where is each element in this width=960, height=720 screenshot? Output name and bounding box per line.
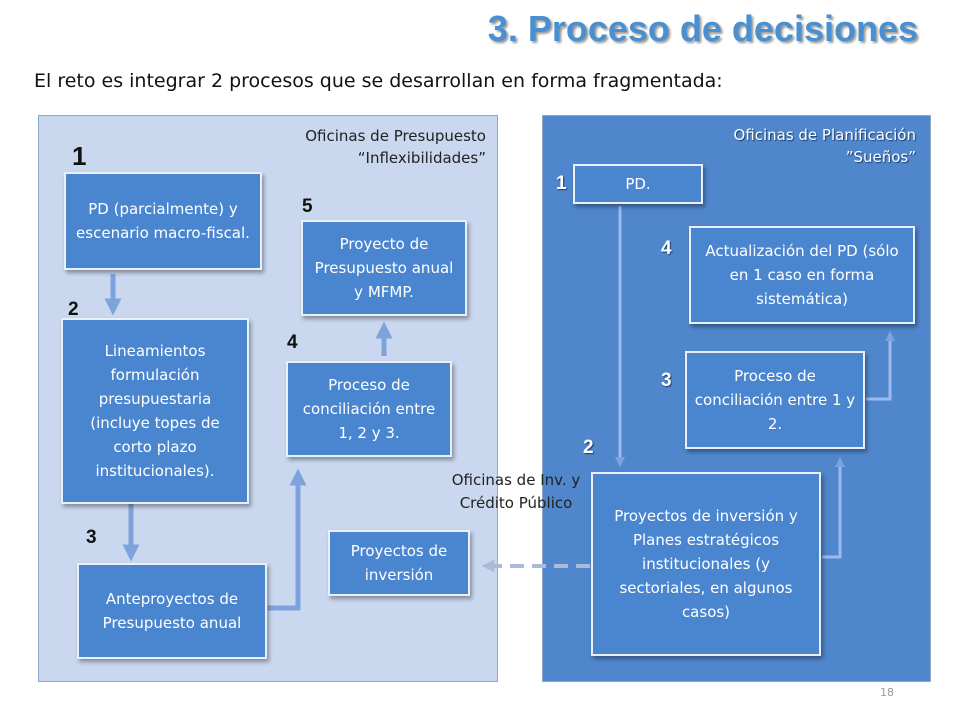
right-step-4: 4 xyxy=(661,238,672,259)
right-step-3: 3 xyxy=(661,370,672,391)
box-proyectos-planes: Proyectos de inversión y Planes estratég… xyxy=(591,472,821,656)
budget-offices-label-line1: Oficinas de Presupuesto xyxy=(305,127,486,145)
box-proyectos-inversion-text: Proyectos de inversión xyxy=(350,542,448,584)
budget-offices-label-line2: “Inflexibilidades” xyxy=(357,149,486,167)
box-lineamientos-text: Lineamientos formulación presupuestaria … xyxy=(90,342,220,480)
slide-subtitle: El reto es integrar 2 procesos que se de… xyxy=(34,70,723,92)
box-proyecto-presupuesto: Proyecto de Presupuesto anual y MFMP. xyxy=(301,220,467,316)
box-pd-escenario-text: PD (parcialmente) y escenario macro-fisc… xyxy=(76,200,250,242)
box-proyectos-planes-text: Proyectos de inversión y Planes estratég… xyxy=(614,507,798,621)
box-conciliacion-123-text: Proceso de conciliación entre 1, 2 y 3. xyxy=(302,376,436,442)
box-right-pd-text: PD. xyxy=(625,175,651,193)
box-proyecto-presupuesto-text: Proyecto de Presupuesto anual y MFMP. xyxy=(314,235,454,301)
slide-title: 3. Proceso de decisiones xyxy=(487,8,918,49)
right-step-2: 2 xyxy=(583,437,594,458)
box-conciliacion-12-text: Proceso de conciliación entre 1 y 2. xyxy=(694,367,856,433)
box-conciliacion-123: Proceso de conciliación entre 1, 2 y 3. xyxy=(286,361,452,457)
planning-offices-label: Oficinas de Planificación ”Sueños” xyxy=(640,124,916,168)
box-right-pd: PD. xyxy=(573,164,703,204)
planning-offices-label-line1: Oficinas de Planificación xyxy=(733,126,916,144)
planning-offices-label-line2: ”Sueños” xyxy=(845,148,916,166)
budget-offices-label: Oficinas de Presupuesto “Inflexibilidade… xyxy=(226,125,486,169)
right-step-1: 1 xyxy=(556,173,567,194)
left-step-5: 5 xyxy=(302,196,313,217)
inversion-credito-label: Oficinas de Inv. y Crédito Público xyxy=(451,471,581,512)
box-anteproyectos: Anteproyectos de Presupuesto anual xyxy=(77,563,267,659)
box-actualizacion-pd-text: Actualización del PD (sólo en 1 caso en … xyxy=(705,242,899,308)
left-step-1: 1 xyxy=(72,141,87,171)
box-anteproyectos-text: Anteproyectos de Presupuesto anual xyxy=(102,590,242,632)
box-pd-escenario: PD (parcialmente) y escenario macro-fisc… xyxy=(64,172,262,270)
left-step-4: 4 xyxy=(287,332,298,353)
box-conciliacion-12: Proceso de conciliación entre 1 y 2. xyxy=(685,351,865,449)
left-step-2: 2 xyxy=(68,299,79,320)
page-number: 18 xyxy=(880,686,894,699)
left-step-3: 3 xyxy=(86,527,97,548)
box-proyectos-inversion: Proyectos de inversión xyxy=(328,530,470,596)
box-actualizacion-pd: Actualización del PD (sólo en 1 caso en … xyxy=(689,226,915,324)
box-lineamientos: Lineamientos formulación presupuestaria … xyxy=(61,318,249,504)
